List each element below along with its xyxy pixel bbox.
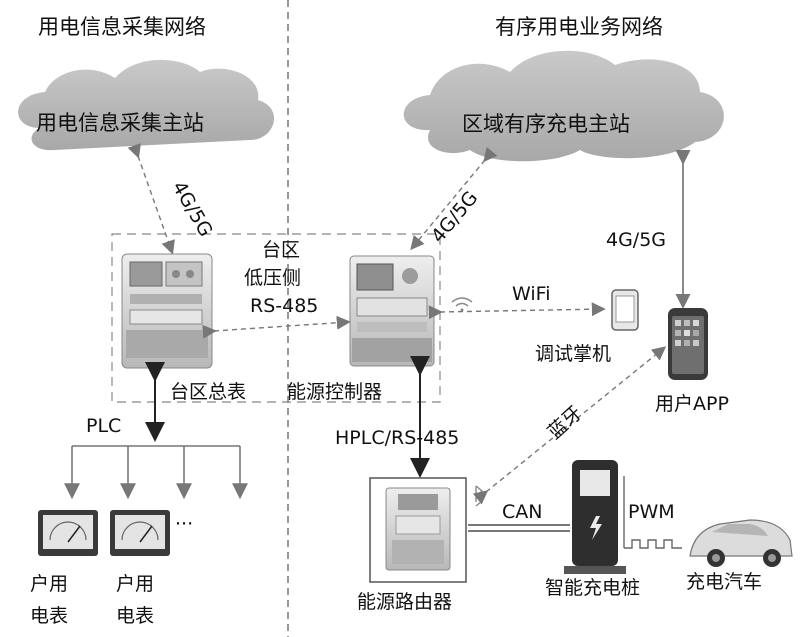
- right-cloud: [403, 50, 724, 162]
- left-cloud: [18, 59, 275, 151]
- household-meter-2: [110, 510, 170, 556]
- link-wifi: [428, 302, 606, 320]
- link-right-cloud-controller: [410, 146, 498, 251]
- household-meter-2-label-l1: 户用: [116, 573, 154, 595]
- rs485-label-line2: 低压侧: [244, 267, 301, 289]
- hplc-label: HPLC/RS-485: [335, 427, 459, 449]
- area-meter-device: [121, 253, 213, 369]
- area-meter-label: 台区总表: [170, 381, 246, 403]
- link-bluetooth: [472, 346, 667, 505]
- energy-controller-device: [349, 255, 435, 367]
- pwm-label: PWM: [628, 501, 675, 523]
- link-left-cloud-meter: [127, 143, 175, 255]
- energy-controller-label: 能源控制器: [287, 381, 382, 403]
- right-section-title: 有序用电业务网络: [495, 15, 663, 39]
- plc-label: PLC: [86, 415, 121, 437]
- household-meter-1-label-l1: 户用: [30, 573, 68, 595]
- household-meter-1: [38, 510, 98, 556]
- wifi-icon: [451, 297, 473, 312]
- pwm-link: [623, 476, 682, 549]
- bluetooth-label: 蓝牙: [544, 402, 587, 444]
- left-cloud-label: 用电信息采集主站: [36, 111, 204, 135]
- user-phone-device: [668, 308, 708, 380]
- energy-router-label: 能源路由器: [357, 591, 452, 613]
- rs485-label-line3: RS-485: [250, 295, 318, 317]
- can-label: CAN: [502, 501, 542, 523]
- debug-handheld-label: 调试掌机: [535, 343, 611, 365]
- user-app-label: 用户APP: [655, 393, 729, 415]
- debug-handheld-device: [611, 289, 639, 331]
- bluetooth-icon: [475, 485, 484, 507]
- ev-car: [689, 519, 793, 567]
- plc-branches: [64, 445, 248, 500]
- energy-router-device: [369, 477, 467, 583]
- link-rs485: [202, 315, 351, 339]
- smart-charger-device: [564, 460, 626, 574]
- rs485-label-line1: 台区: [262, 239, 300, 261]
- app-4g-label: 4G/5G: [606, 229, 666, 251]
- household-meter-1-label-l2: 电表: [30, 605, 68, 627]
- right-cloud-label: 区域有序充电主站: [462, 112, 630, 136]
- smart-charger-label: 智能充电桩: [545, 577, 640, 599]
- household-meter-2-label-l2: 电表: [116, 605, 154, 627]
- wifi-label: WiFi: [512, 283, 550, 305]
- household-meters-ellipsis: ···: [175, 513, 193, 535]
- left-4g-label: 4G/5G: [168, 178, 217, 241]
- left-section-title: 用电信息采集网络: [38, 15, 206, 39]
- ev-label: 充电汽车: [686, 571, 762, 593]
